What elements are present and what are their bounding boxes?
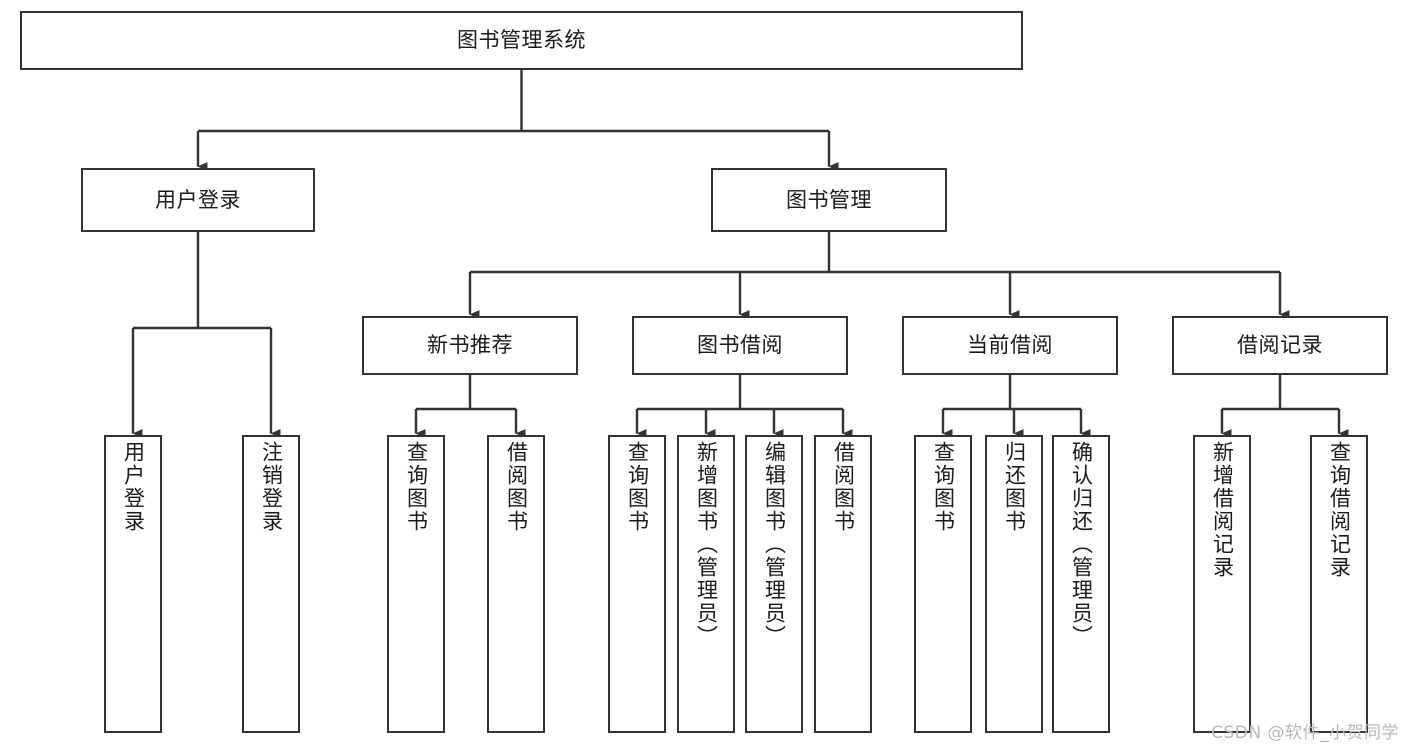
node-label: 图书管理系统 [457,28,586,53]
node-leaf-user-logout[interactable]: 注销登录 [242,435,300,733]
node-leaf-cur-confirm-return[interactable]: 确认归还（管理员） [1052,435,1110,733]
node-leaf-user-login[interactable]: 用户登录 [104,435,162,733]
node-leaf-cur-query-book[interactable]: 查询图书 [914,435,972,733]
node-label: 借阅图书 [831,441,856,533]
node-current-borrow[interactable]: 当前借阅 [902,316,1118,375]
node-label: 确认归还（管理员） [1069,441,1094,648]
node-label: 图书借阅 [697,333,783,358]
node-label: 借阅记录 [1237,333,1323,358]
node-label: 新增图书（管理员） [694,441,719,648]
node-leaf-borrow-edit-book[interactable]: 编辑图书（管理员） [745,435,803,733]
node-root[interactable]: 图书管理系统 [20,11,1023,70]
node-leaf-borrow-add-book[interactable]: 新增图书（管理员） [677,435,735,733]
node-borrow-record[interactable]: 借阅记录 [1172,316,1388,375]
node-leaf-rec-query-book[interactable]: 查询图书 [387,435,445,733]
node-label: 借阅图书 [504,441,529,533]
node-label: 查询图书 [625,441,650,533]
node-user-login[interactable]: 用户登录 [81,168,315,232]
watermark-text: CSDN @软件_小贺同学 [1211,723,1399,743]
node-label: 新书推荐 [427,333,513,358]
node-label: 当前借阅 [967,333,1053,358]
node-label: 编辑图书（管理员） [762,441,787,648]
node-leaf-rec-borrow-book[interactable]: 借阅图书 [487,435,545,733]
node-book-manage[interactable]: 图书管理 [711,168,947,232]
node-label: 新增借阅记录 [1210,441,1235,579]
node-label: 图书管理 [786,187,872,212]
node-leaf-borrow-lend-book[interactable]: 借阅图书 [814,435,872,733]
node-leaf-rec-query-record[interactable]: 查询借阅记录 [1310,435,1368,733]
node-label: 用户登录 [121,441,146,533]
node-leaf-borrow-query-book[interactable]: 查询图书 [608,435,666,733]
node-new-book-rec[interactable]: 新书推荐 [362,316,578,375]
node-label: 用户登录 [155,187,241,212]
node-leaf-cur-return-book[interactable]: 归还图书 [985,435,1043,733]
node-label: 查询图书 [404,441,429,533]
node-label: 注销登录 [259,441,284,533]
node-label: 归还图书 [1002,441,1027,533]
node-book-borrow[interactable]: 图书借阅 [632,316,848,375]
node-label: 查询借阅记录 [1327,441,1352,579]
node-leaf-rec-add-record[interactable]: 新增借阅记录 [1193,435,1251,733]
node-label: 查询图书 [931,441,956,533]
